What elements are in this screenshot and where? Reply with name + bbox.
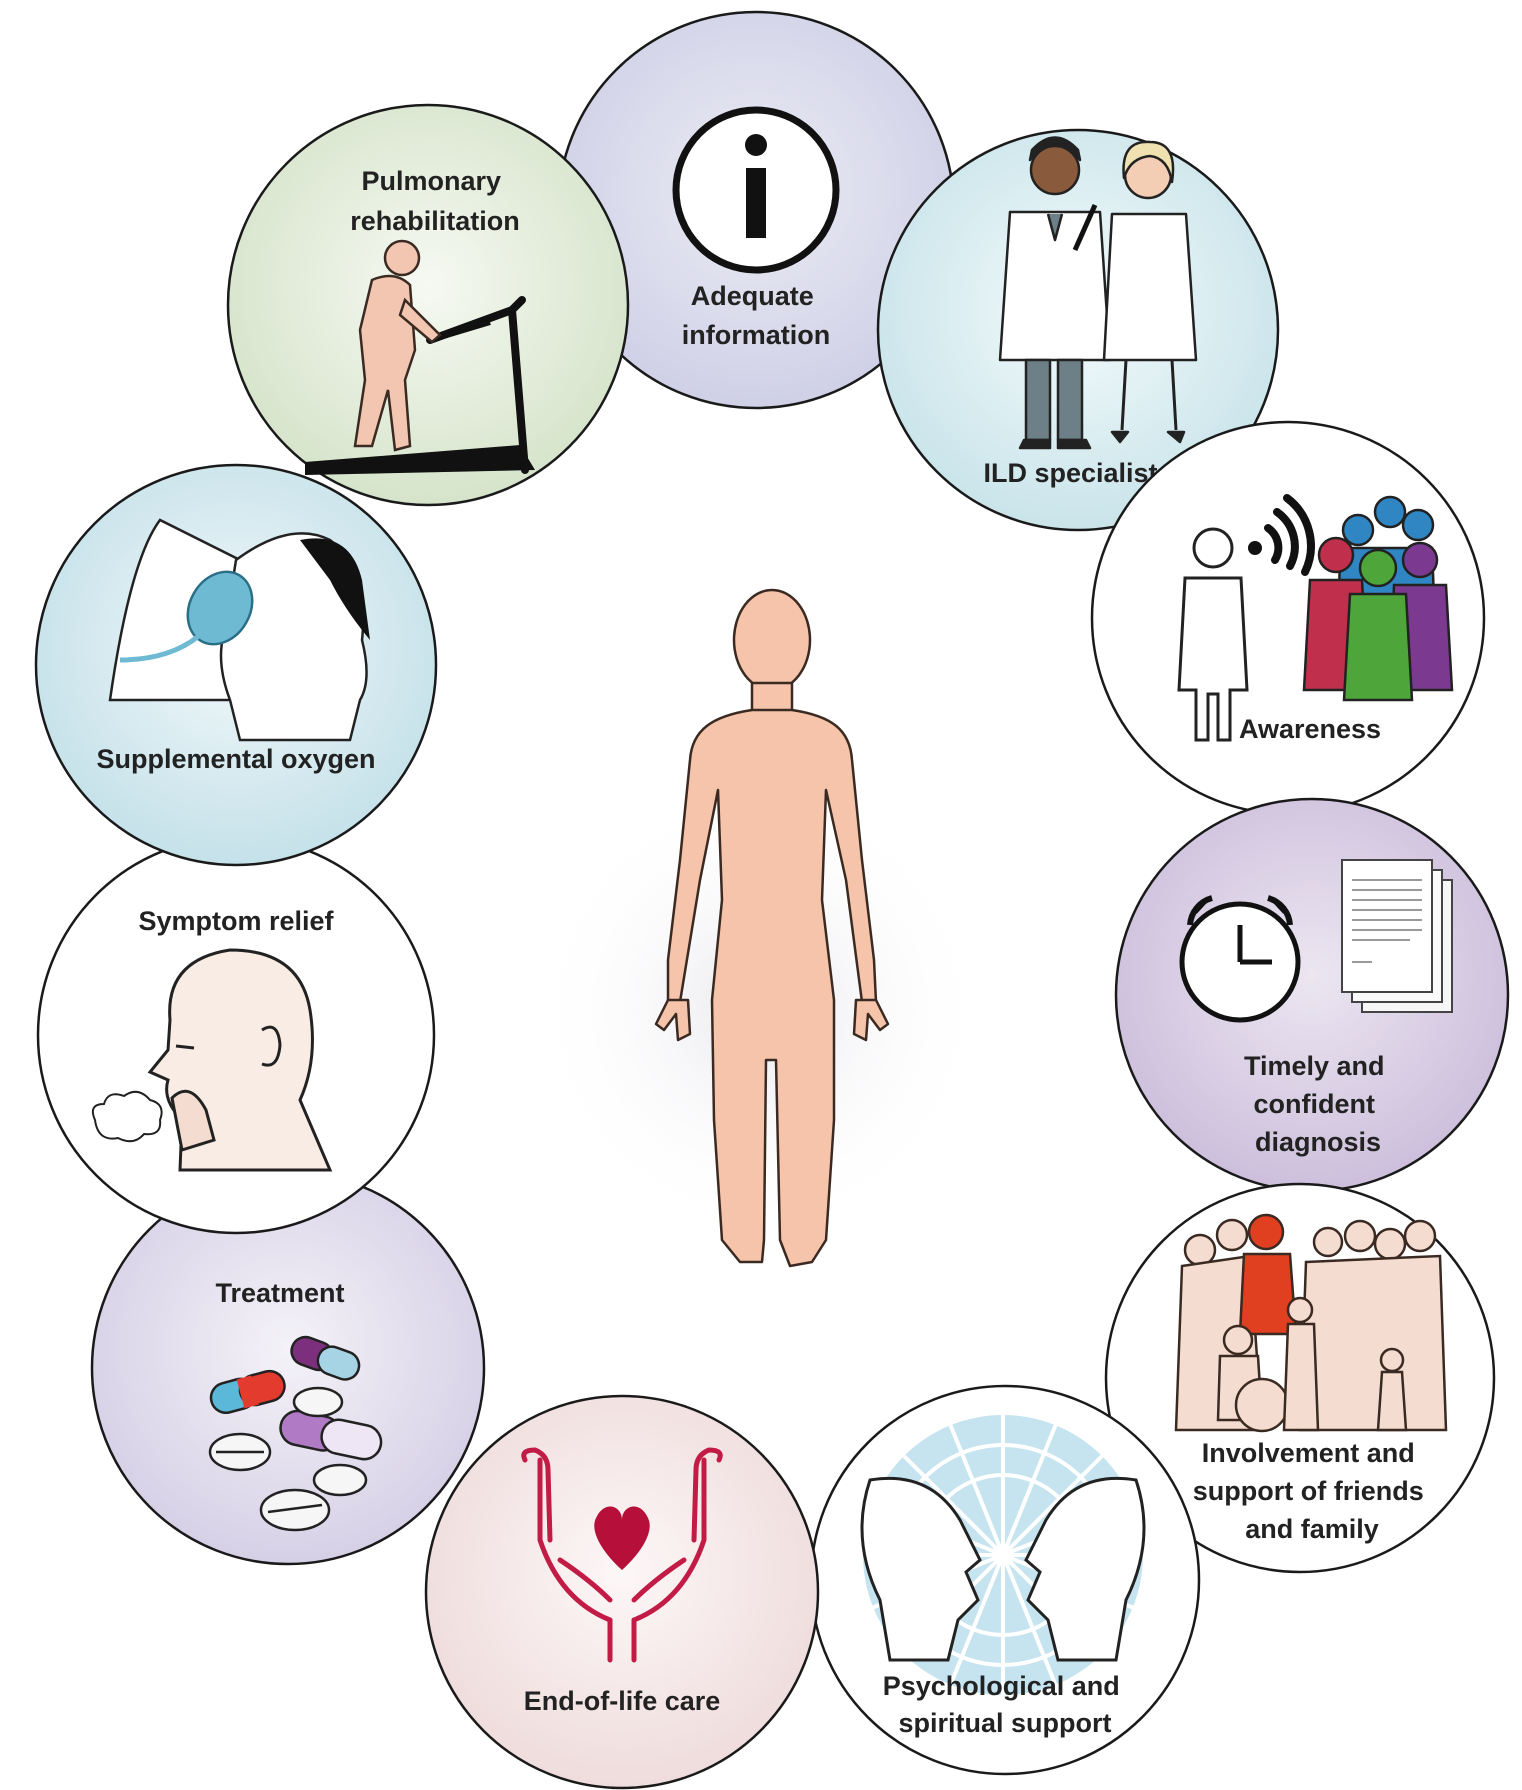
label-timely-diagnosis: Timely and confident diagnosis (1244, 1051, 1392, 1157)
node-timely-diagnosis: Timely and confident diagnosis (1116, 799, 1508, 1191)
label-supplemental-oxygen: Supplemental oxygen (96, 744, 375, 774)
node-pulmonary-rehabilitation: Pulmonary rehabilitation (228, 105, 628, 505)
node-psychological-support: Psychological and spiritual support (811, 1386, 1199, 1774)
two-heads-icon (862, 1415, 1144, 1695)
label-awareness: Awareness (1239, 714, 1381, 744)
label-end-of-life-care: End-of-life care (524, 1686, 721, 1716)
label-treatment: Treatment (215, 1278, 344, 1308)
node-end-of-life-care: End-of-life care (426, 1396, 818, 1788)
node-supplemental-oxygen: Supplemental oxygen (36, 465, 436, 865)
info-icon (676, 110, 836, 270)
node-treatment: Treatment (92, 1172, 484, 1564)
node-symptom-relief: Symptom relief (38, 837, 434, 1233)
node-pulmonary-rehabilitation-circle (228, 105, 628, 505)
node-end-of-life-care-circle (426, 1396, 818, 1788)
node-awareness: Awareness (1092, 422, 1484, 814)
label-symptom-relief: Symptom relief (138, 906, 334, 936)
